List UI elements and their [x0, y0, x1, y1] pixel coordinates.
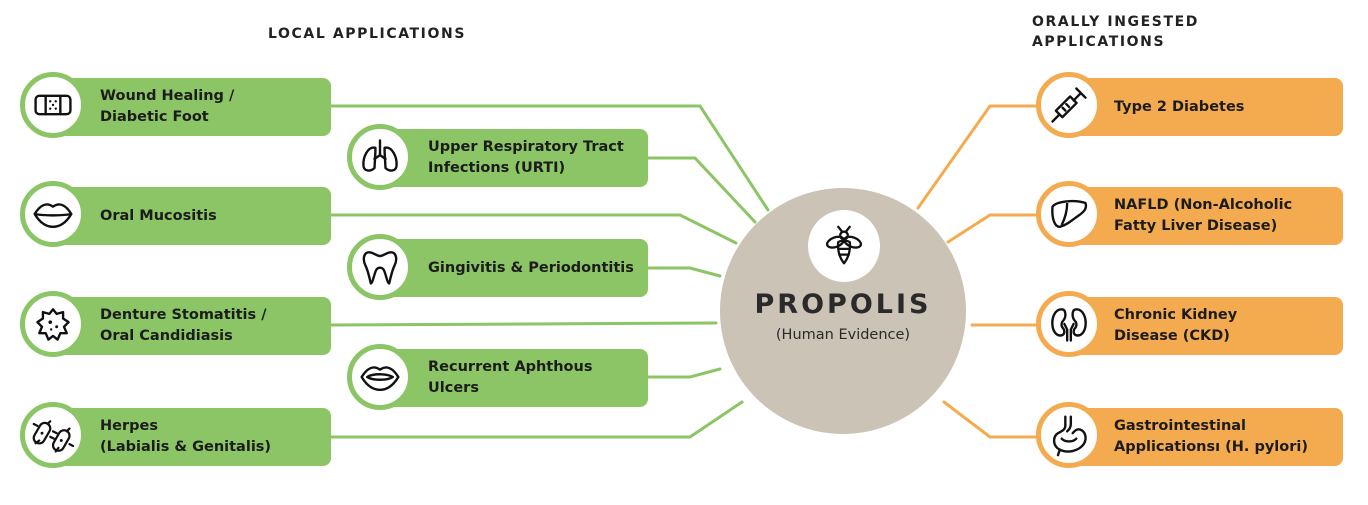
connector-gastro: [942, 400, 1040, 439]
oral-applications-heading: ORALLY INGESTED APPLICATIONS: [1032, 14, 1199, 50]
local-item-wound-healing-badge: [20, 72, 86, 138]
connector-gingivitis: [646, 266, 722, 278]
lungs-icon: [362, 139, 398, 172]
local-item-herpes: Herpes (Labialis & Genitalis): [50, 408, 331, 466]
local-item-wound-healing: Wound Healing / Diabetic Foot: [50, 78, 331, 136]
local-item-label: Recurrent Aphthous Ulcers: [428, 359, 593, 396]
connector-wound-healing: [328, 104, 770, 212]
oral-item-label: Chronic Kidney Disease (CKD): [1114, 307, 1238, 344]
mouth-icon: [360, 366, 400, 392]
connector-aphthous-ulcers: [646, 367, 722, 379]
local-item-gingivitis-badge: [347, 234, 413, 300]
hub-icon-badge: [808, 210, 880, 282]
local-item-denture-stomatitis-badge: [20, 291, 86, 357]
oral-item-nafld-badge: [1036, 181, 1102, 247]
microbe-icon: [36, 308, 70, 341]
local-item-herpes-badge: [20, 402, 86, 468]
local-item-label: Denture Stomatitis / Oral Candidiasis: [100, 307, 267, 344]
oral-item-label: Gastrointestinal Applicationsı (H. pylor…: [1114, 418, 1308, 455]
oral-item-gastro: Gastrointestinal Applicationsı (H. pylor…: [1066, 408, 1343, 466]
local-item-oral-mucositis-badge: [20, 181, 86, 247]
oral-item-gastro-badge: [1036, 402, 1102, 468]
local-applications-heading: LOCAL APPLICATIONS: [268, 26, 466, 42]
oral-item-ckd: Chronic Kidney Disease (CKD): [1066, 297, 1343, 355]
oral-item-diabetes-badge: [1036, 72, 1102, 138]
local-item-aphthous-ulcers: Recurrent Aphthous Ulcers: [378, 349, 648, 407]
hub-title: PROPOLIS: [754, 289, 932, 320]
local-item-label: Wound Healing / Diabetic Foot: [100, 88, 235, 125]
oral-item-label: NAFLD (Non-Alcoholic Fatty Liver Disease…: [1114, 197, 1293, 234]
connector-oral-mucositis: [328, 213, 738, 245]
kidneys-icon: [1051, 308, 1087, 342]
local-item-aphthous-ulcers-badge: [347, 344, 413, 410]
connector-nafld: [946, 213, 1040, 244]
bee-icon: [825, 225, 863, 265]
local-item-urti: Upper Respiratory Tract Infections (URTI…: [378, 129, 648, 187]
virus-icon: [32, 420, 75, 453]
local-item-urti-badge: [347, 124, 413, 190]
oral-item-nafld: NAFLD (Non-Alcoholic Fatty Liver Disease…: [1066, 187, 1343, 245]
stomach-icon: [1052, 415, 1087, 457]
connector-denture-stomatitis: [328, 321, 718, 327]
local-item-label: Gingivitis & Periodontitis: [428, 259, 634, 276]
local-item-label: Herpes (Labialis & Genitalis): [100, 418, 272, 455]
connector-urti: [646, 156, 757, 224]
connector-diabetes: [916, 104, 1040, 210]
lips-icon: [33, 203, 73, 229]
local-item-label: Oral Mucositis: [100, 207, 217, 224]
local-item-label: Upper Respiratory Tract Infections (URTI…: [428, 139, 624, 176]
oral-item-label: Type 2 Diabetes: [1114, 98, 1245, 115]
oral-item-diabetes: Type 2 Diabetes: [1066, 78, 1343, 136]
oral-item-ckd-badge: [1036, 291, 1102, 357]
liver-icon: [1051, 199, 1088, 229]
tooth-icon: [362, 251, 398, 285]
hub-subtitle: (Human Evidence): [775, 327, 911, 343]
bandage-icon: [34, 94, 72, 116]
local-item-gingivitis: Gingivitis & Periodontitis: [378, 239, 648, 297]
connector-herpes: [328, 400, 744, 439]
local-item-oral-mucositis: Oral Mucositis: [50, 187, 331, 245]
syringe-icon: [1051, 87, 1087, 123]
local-item-denture-stomatitis: Denture Stomatitis / Oral Candidiasis: [50, 297, 331, 355]
